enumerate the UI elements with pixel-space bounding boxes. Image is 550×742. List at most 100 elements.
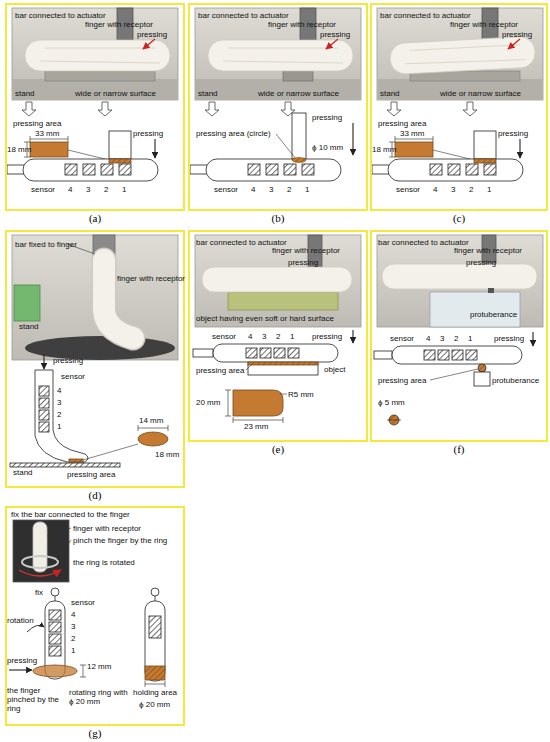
annotation-label: pressing	[498, 129, 528, 138]
annotation-label: the ring is rotated	[73, 558, 135, 567]
sensor-number: 3	[71, 622, 75, 631]
dimension-label: 33 mm	[35, 129, 59, 138]
annotation-label: finger with receptor	[450, 20, 518, 29]
finger-photo	[104, 260, 133, 338]
photo-object	[14, 285, 40, 321]
pressing-arrow	[352, 123, 353, 155]
narrow-surface	[283, 71, 313, 81]
annotation-label: pressing	[53, 356, 83, 365]
dimension-tick	[168, 425, 169, 431]
annotation-label: pressing	[494, 334, 524, 343]
finger-photo	[208, 40, 353, 71]
fix-symbol	[151, 588, 159, 596]
sensor-symbol	[39, 386, 49, 396]
annotation-label: bar connected to actuator	[196, 238, 287, 247]
annotation-label: pressing	[320, 30, 350, 39]
dimension-label: ϕ 10 mm	[312, 143, 343, 152]
sensor-symbol	[430, 164, 442, 175]
stand-photo	[195, 79, 361, 100]
stand-photo	[12, 79, 178, 100]
pressing-block	[109, 131, 131, 159]
annotation-label: bar connected to actuator	[15, 11, 106, 20]
sensor-symbol	[149, 616, 161, 638]
panel-art	[10, 235, 178, 467]
finger-texture	[405, 58, 525, 66]
annotation-label: finger with receptor	[454, 246, 522, 255]
photo-frame	[377, 235, 543, 327]
stand-photo	[25, 336, 175, 360]
annotation-label: pressing	[466, 258, 496, 267]
finger-photo	[33, 522, 47, 572]
annotation-label: sensor	[214, 185, 238, 194]
finger-outline	[388, 159, 523, 181]
annotation-label: rotation	[7, 616, 34, 625]
annotation-label: finger with receptor	[73, 524, 141, 533]
leader-line	[280, 394, 287, 395]
rotation-arrow	[27, 625, 44, 632]
finger-texture	[45, 48, 155, 49]
pressing-arrow	[143, 39, 155, 49]
finger-bar	[193, 349, 213, 357]
sensor-symbol	[49, 646, 61, 656]
dimension-line	[387, 420, 401, 421]
hollow-arrow	[22, 102, 36, 116]
dimension-line	[138, 428, 168, 429]
dimension-label: 14 mm	[139, 416, 163, 425]
photo-object	[430, 292, 520, 327]
sensor-symbol	[302, 164, 314, 175]
sensor-number: 2	[276, 332, 280, 341]
annotation-label: finger with receptor	[85, 20, 153, 29]
annotation-label: finger with receptor	[272, 246, 340, 255]
dimension-tick	[225, 390, 231, 391]
leader-line	[83, 444, 138, 460]
finger-photo	[389, 36, 535, 75]
sensor-number: 1	[71, 646, 75, 655]
finger-photo	[382, 264, 537, 289]
dimension-label: 12 mm	[87, 662, 111, 671]
leader-line	[57, 540, 71, 560]
pressing-area	[248, 362, 318, 365]
rotation-arrow-photo	[19, 570, 61, 576]
ring-photo	[22, 556, 58, 568]
sensor-symbol	[448, 164, 460, 175]
sensor-symbol	[274, 348, 285, 358]
finger-bar	[372, 165, 390, 174]
panel-art	[193, 235, 361, 423]
finger-texture	[223, 61, 343, 63]
sensor-symbol	[246, 348, 257, 358]
panel-art	[7, 8, 178, 181]
sensor-symbol	[39, 398, 49, 408]
finger-photo	[202, 267, 352, 292]
sensor-number: 1	[487, 185, 491, 194]
sensor-symbol	[119, 164, 131, 175]
annotation-label: pressing area	[378, 376, 426, 385]
pressing-arrow	[9, 669, 32, 670]
sensor-number: 4	[251, 185, 255, 194]
fix-bar	[55, 596, 56, 601]
sensor-number: 1	[305, 185, 309, 194]
dimension-label: 18 mm	[372, 145, 396, 154]
sensor-number: 2	[71, 634, 75, 643]
sensor-symbol	[284, 164, 296, 175]
dimension-line	[83, 665, 84, 677]
sensor-symbol	[288, 348, 299, 358]
finger-photo	[104, 260, 133, 338]
finger-photo	[25, 40, 170, 71]
dimension-line	[30, 139, 68, 140]
dimension-tick	[24, 142, 30, 143]
fix-symbol	[51, 588, 59, 596]
pressing-area-sample	[30, 142, 68, 157]
hollow-arrow	[98, 102, 112, 116]
annotation-label: fix the bar connected to the finger	[11, 510, 130, 519]
stand-symbol	[10, 463, 120, 467]
dimension-label: rotating ring with ϕ 20 mm	[69, 688, 131, 706]
annotation-label: wide or narrow surface	[440, 89, 521, 98]
sensor-number: 3	[269, 185, 273, 194]
annotation-label: bar fixed to finger	[15, 240, 77, 249]
protuberance-support	[474, 372, 490, 386]
panel-art	[190, 8, 361, 181]
sensor-number: 2	[57, 410, 61, 419]
annotation-label: sensor	[390, 334, 414, 343]
annotation-label: holding area	[133, 688, 177, 697]
